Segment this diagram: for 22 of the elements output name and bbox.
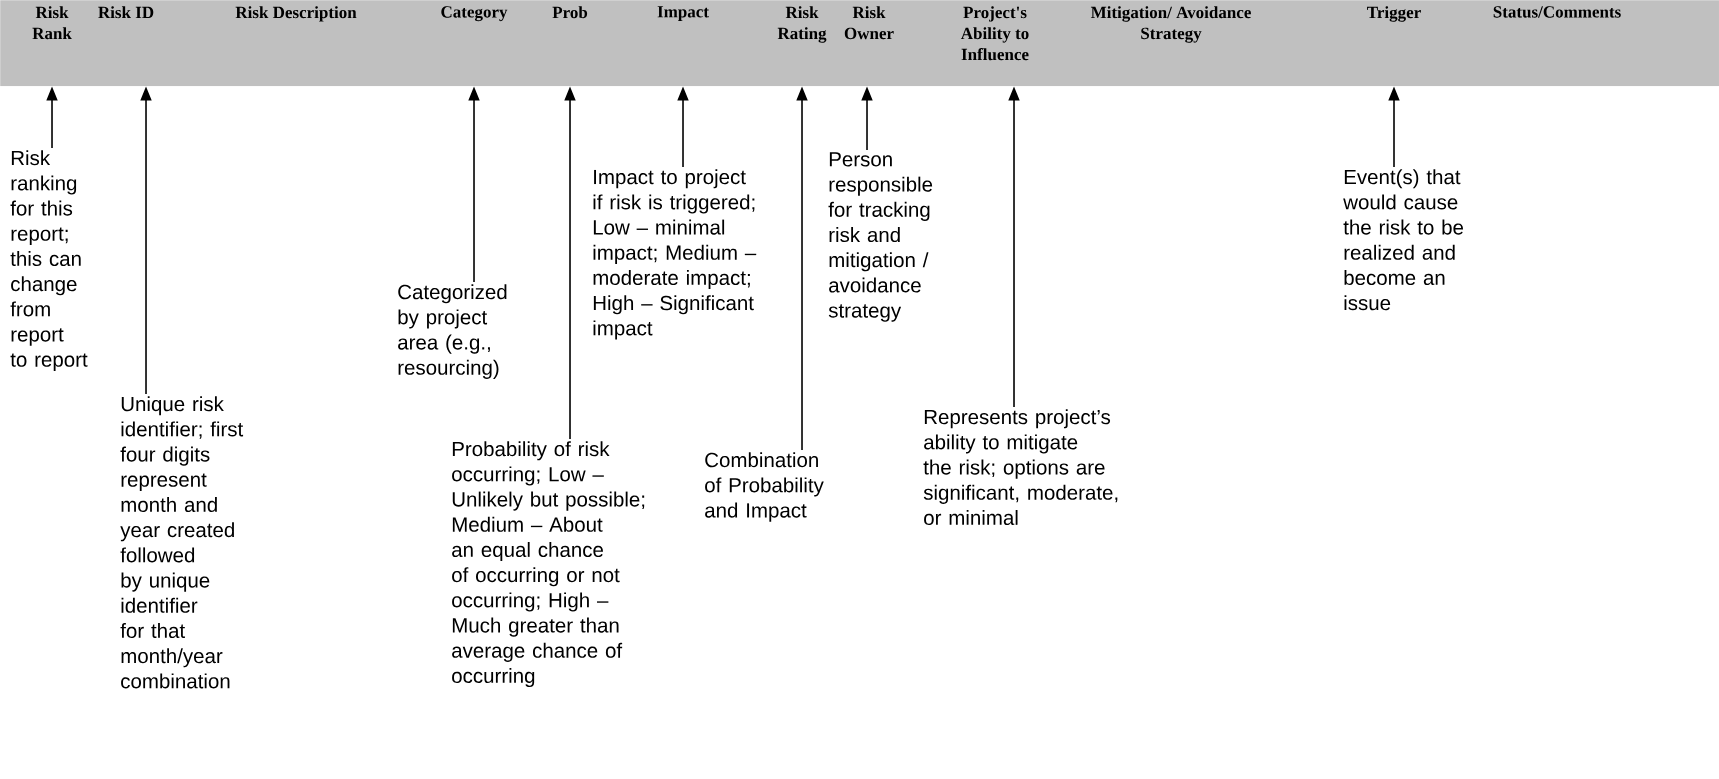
column-header: Prob — [552, 6, 588, 19]
column-header: Category — [441, 6, 508, 22]
header-bar — [0, 0, 1719, 87]
description-text: Combination of Probability and Impact — [705, 452, 824, 522]
column-header: Risk ID — [98, 6, 154, 19]
column-header: Impact — [657, 6, 709, 21]
description-text: Probability of risk occurring; Low – Unlikely but possible; Medium – About an equal chance of occurring or not occurring; High – Much greater than average chance of occurring — [452, 441, 645, 688]
column-header: Status/Comments — [1493, 6, 1621, 18]
column-header: Project's Ability to Influence — [960, 6, 1029, 61]
description-text: Event(s) that would cause the risk to be realized and become an issue — [1343, 169, 1464, 311]
column-header: Mitigation/ Avoidance Strategy — [1090, 6, 1251, 43]
column-header: Risk Rating — [777, 6, 827, 43]
column-header: Risk Rank — [32, 6, 72, 40]
column-header: Risk Description — [235, 6, 357, 22]
column-header: Trigger — [1367, 6, 1421, 22]
description-text: Risk ranking for this report; this can change from report to report — [10, 150, 88, 371]
description-text: Unique risk identifier; first four digits represent month and year created followed by unique identifier for that month/year combination — [120, 396, 244, 689]
description-text: Categorized by project area (e.g., resourcing) — [398, 284, 507, 379]
column-header: Risk Owner — [844, 6, 894, 40]
description-text: Represents project’s ability to mitigate the risk; options are significant, moderate, or minimal — [923, 409, 1118, 526]
description-text: Person responsible for tracking risk and mitigation / avoidance strategy — [828, 152, 933, 322]
description-text: Impact to project if risk is triggered; Low – minimal impact; Medium – moderate impact; High – Significant impact — [593, 169, 757, 340]
